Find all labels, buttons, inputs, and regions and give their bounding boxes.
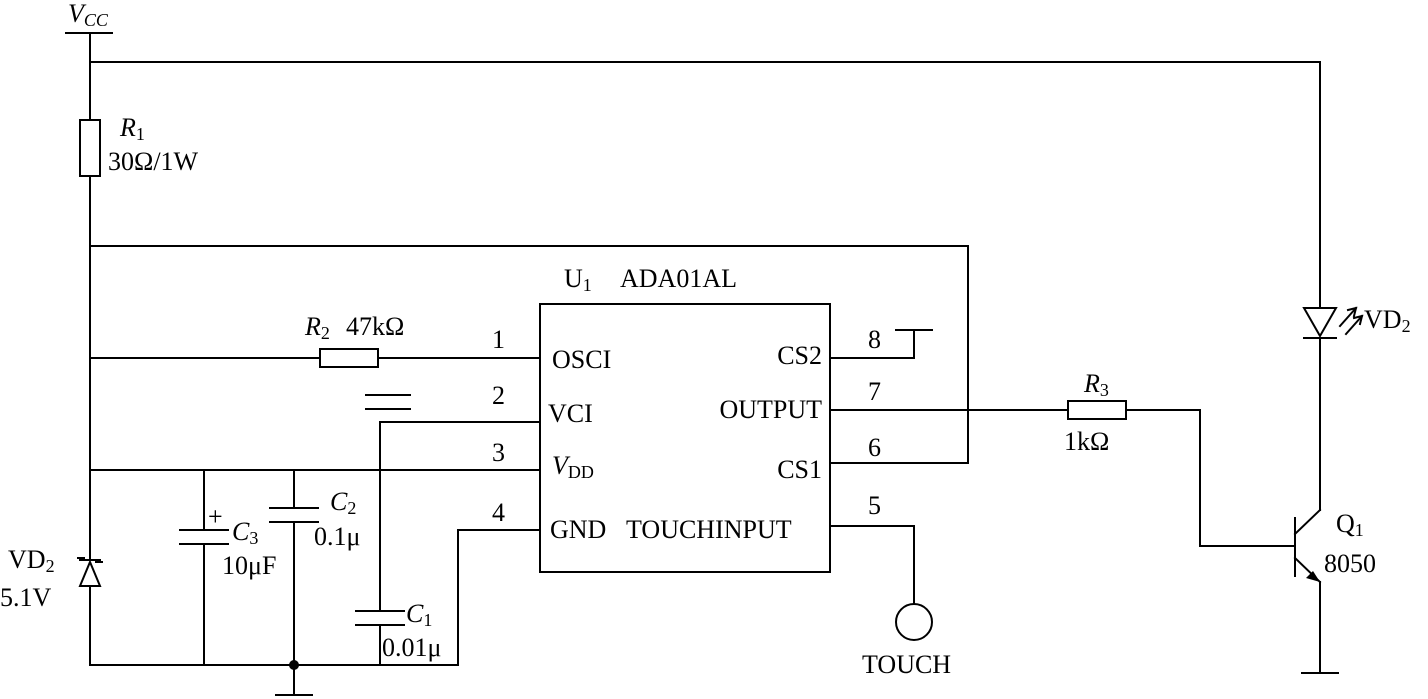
svg-text:6: 6 bbox=[868, 433, 881, 462]
r1-value: 30Ω/1W bbox=[108, 147, 199, 176]
pin-numbers: 1 2 3 4 5 6 7 8 bbox=[492, 325, 881, 527]
svg-text:1: 1 bbox=[492, 325, 505, 354]
pin-label-vci: VCI bbox=[548, 399, 593, 428]
capacitor-c1: C1 0.01μ bbox=[355, 421, 541, 666]
svg-text:C2: C2 bbox=[330, 487, 356, 518]
c2-value: 0.1μ bbox=[314, 522, 360, 551]
ic-part-number: ADA01AL bbox=[620, 264, 737, 293]
pin-label-output: OUTPUT bbox=[719, 395, 822, 424]
svg-text:Q1: Q1 bbox=[1336, 509, 1364, 540]
left-bus-wires bbox=[89, 245, 969, 561]
cs2-ground-tie bbox=[831, 329, 933, 359]
pin-label-cs1: CS1 bbox=[777, 455, 822, 484]
svg-text:R2: R2 bbox=[304, 312, 330, 343]
svg-text:VDD: VDD bbox=[552, 451, 594, 482]
r3-value: 1kΩ bbox=[1064, 427, 1109, 456]
svg-text:VD2: VD2 bbox=[8, 545, 55, 576]
pin-label-touchinput: TOUCHINPUT bbox=[626, 515, 792, 544]
svg-text:C3: C3 bbox=[232, 517, 258, 548]
r2-value: 47kΩ bbox=[346, 312, 404, 341]
resistor-r1: R1 30Ω/1W bbox=[79, 61, 199, 247]
svg-text:R1: R1 bbox=[119, 113, 145, 144]
svg-text:C1: C1 bbox=[406, 599, 432, 630]
c1-value: 0.01μ bbox=[382, 633, 441, 662]
ic-u1: U1 ADA01AL OSCI VCI VDD GND TOUCHINPUT C… bbox=[539, 264, 831, 573]
resistor-r2: R2 47kΩ bbox=[89, 312, 541, 368]
svg-text:4: 4 bbox=[492, 498, 505, 527]
svg-text:5: 5 bbox=[868, 491, 881, 520]
pin-label-gnd: GND bbox=[550, 515, 606, 544]
transistor-part: 8050 bbox=[1324, 549, 1376, 578]
svg-text:VD2: VD2 bbox=[1364, 305, 1411, 336]
touch-label: TOUCH bbox=[862, 650, 951, 679]
svg-text:VCC: VCC bbox=[68, 0, 109, 30]
transistor-q1: Q1 8050 bbox=[1293, 508, 1376, 674]
pin-label-osci: OSCI bbox=[552, 345, 611, 374]
svg-text:8: 8 bbox=[868, 325, 881, 354]
zener-diode-vd2: VD2 5.1V bbox=[0, 545, 103, 666]
led-vd2: VD2 bbox=[1302, 305, 1411, 511]
unconnected-capacitor-mark bbox=[365, 394, 411, 410]
capacitor-c3: + C3 10μF bbox=[179, 469, 276, 666]
svg-text:U1: U1 bbox=[564, 264, 592, 295]
svg-text:2: 2 bbox=[492, 381, 505, 410]
c3-polarity: + bbox=[208, 502, 223, 531]
touch-pad: TOUCH bbox=[831, 525, 951, 679]
svg-text:R3: R3 bbox=[1083, 369, 1109, 400]
resistor-r3: R3 1kΩ bbox=[831, 369, 1296, 547]
c3-value: 10μF bbox=[222, 551, 276, 580]
svg-text:7: 7 bbox=[868, 377, 881, 406]
ground-bus bbox=[89, 529, 541, 696]
vcc-rail-wire bbox=[89, 32, 1321, 309]
pin-label-cs2: CS2 bbox=[777, 341, 822, 370]
vcc-supply: VCC bbox=[65, 0, 113, 34]
svg-text:3: 3 bbox=[492, 438, 505, 467]
capacitor-c2: C2 0.1μ bbox=[269, 469, 360, 666]
zener-value: 5.1V bbox=[0, 583, 52, 612]
